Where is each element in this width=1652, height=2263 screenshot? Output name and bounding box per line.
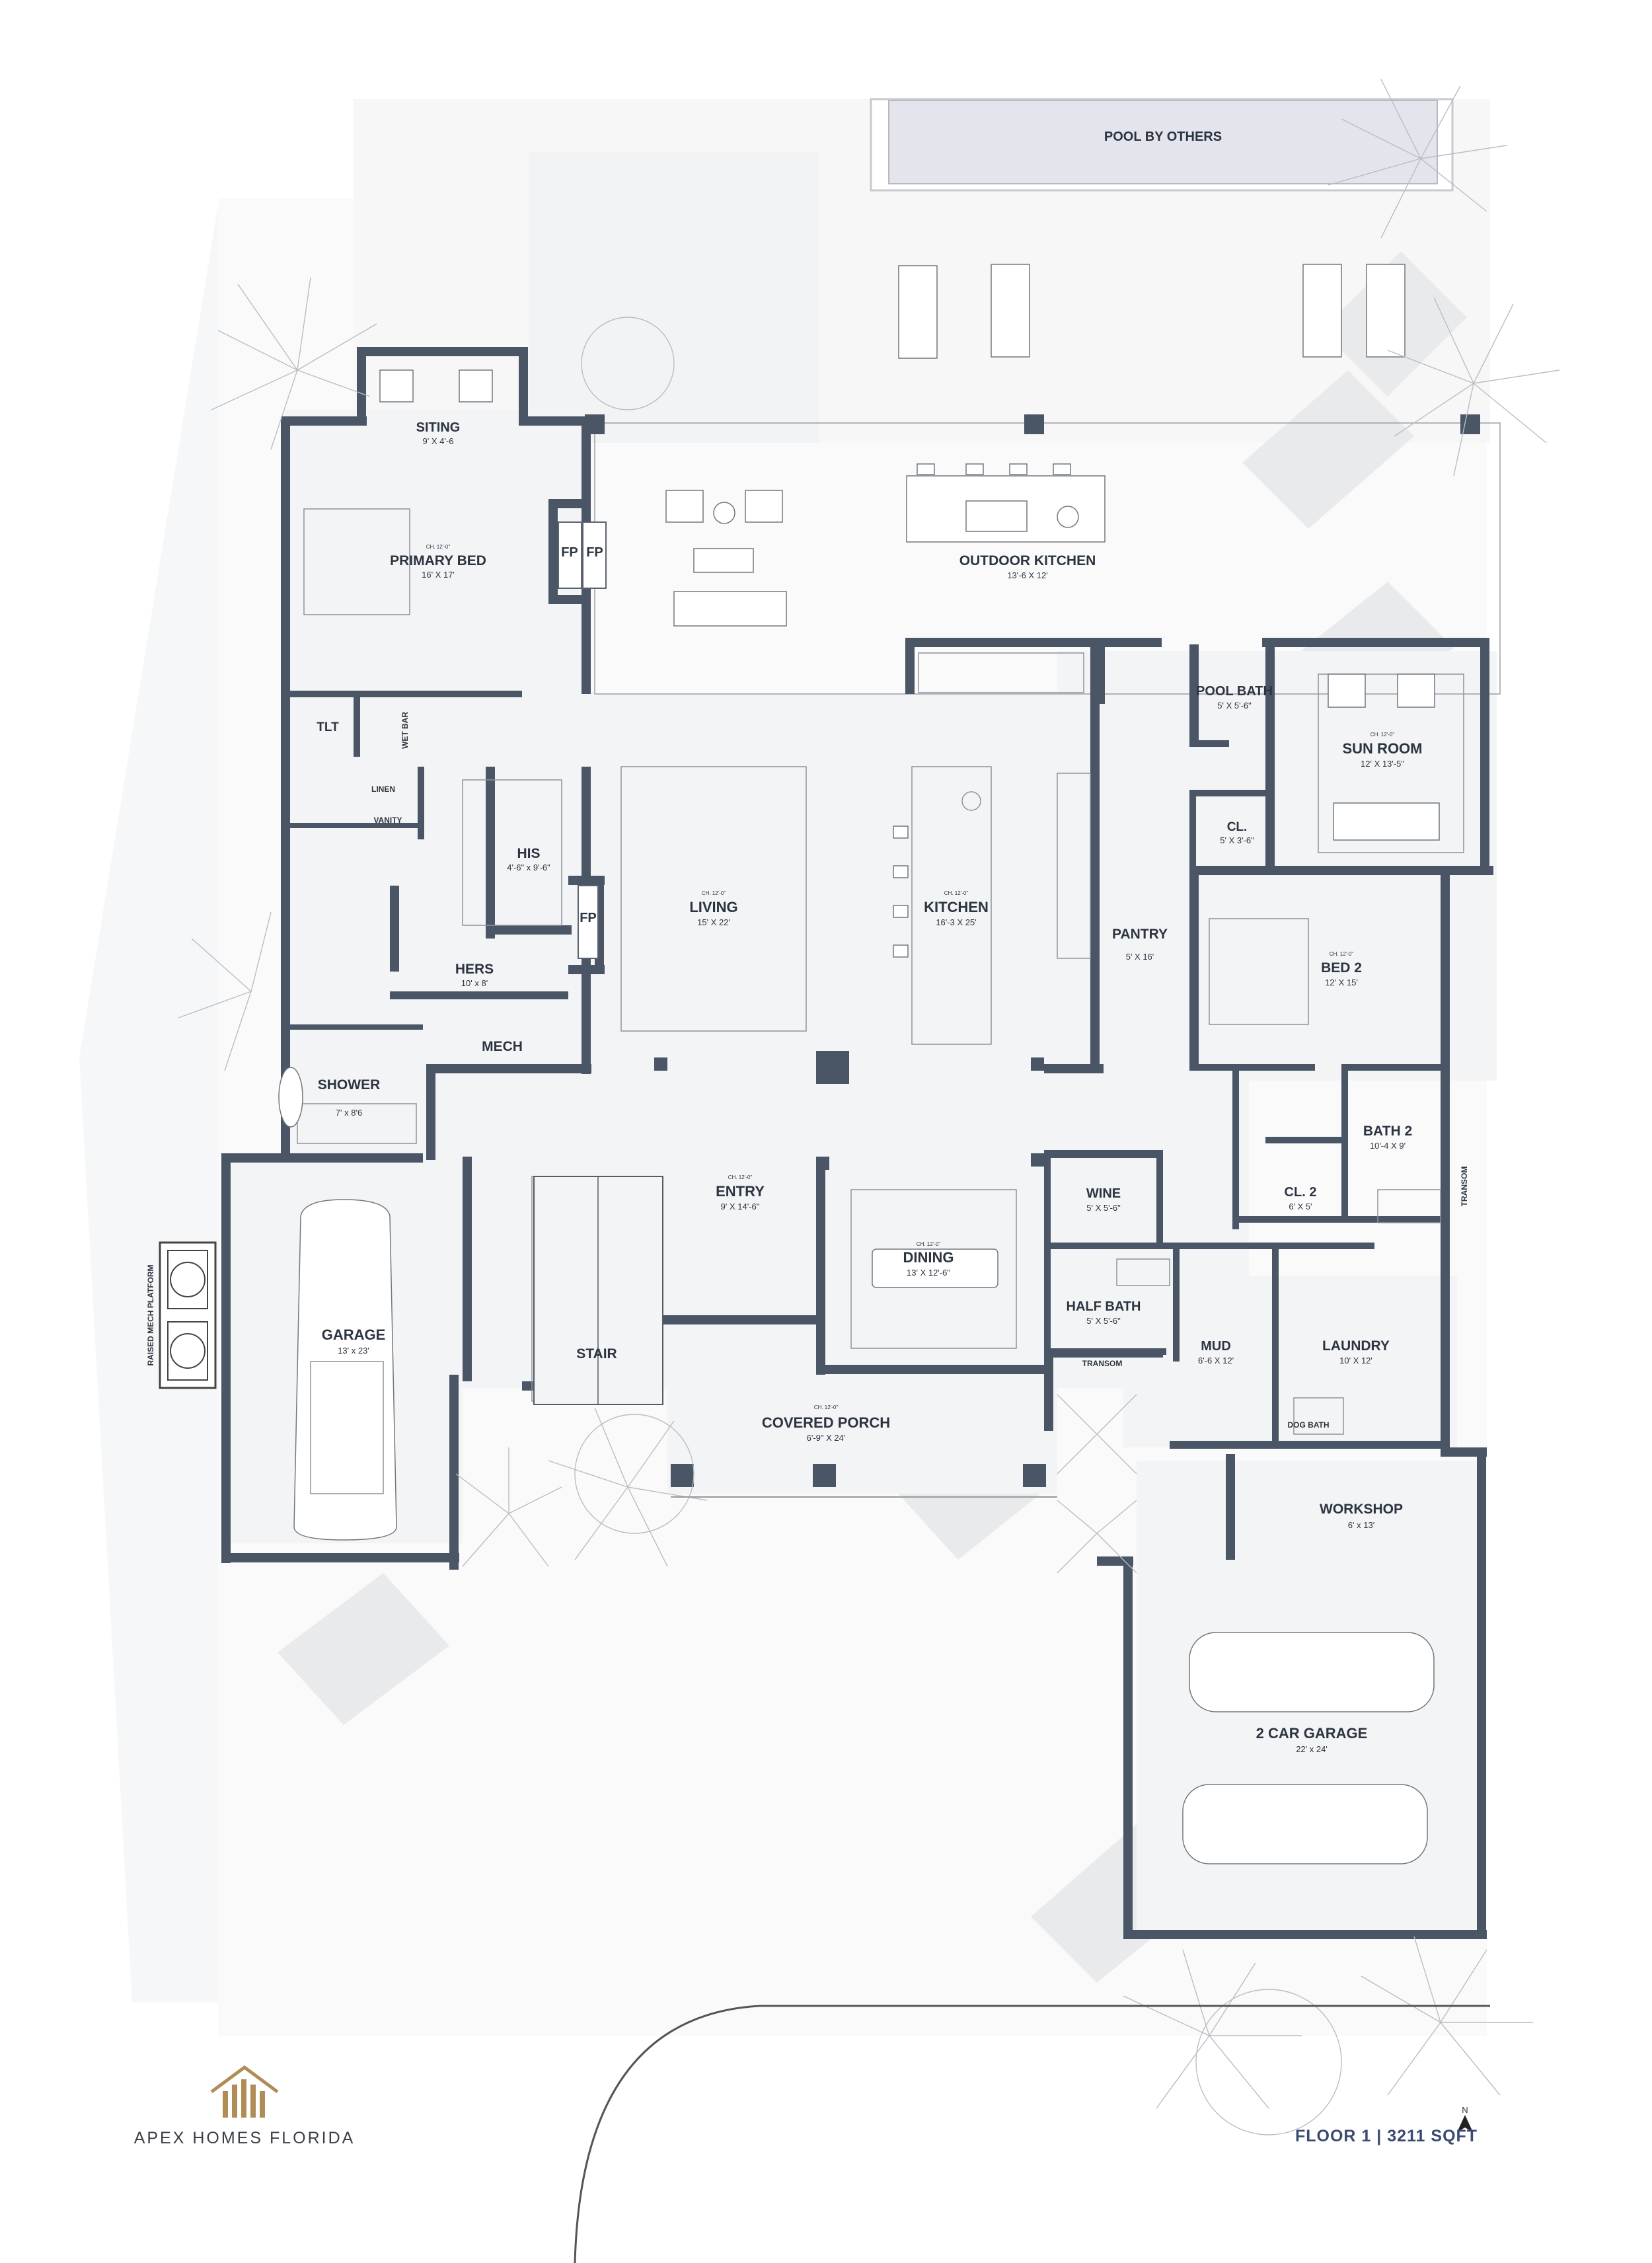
- raised-mech-label: RAISED MECH PLATFORM: [146, 1264, 155, 1365]
- his-label: HIS: [517, 846, 540, 861]
- living-size: 15' X 22': [697, 917, 730, 927]
- mud-size: 6'-6 X 12': [1198, 1356, 1234, 1365]
- sun-room-size: 12' X 13'-5": [1361, 759, 1404, 769]
- workshop-size: 6' x 13': [1348, 1520, 1374, 1530]
- living-ceiling: CH. 12'-0": [702, 890, 726, 896]
- covered-porch-ceiling: CH. 12'-0": [814, 1404, 839, 1410]
- primary-bed-size: 16' X 17': [422, 570, 455, 580]
- brand-name: APEX HOMES FLORIDA: [133, 2129, 356, 2147]
- pool-bath-label: POOL BATH: [1196, 684, 1273, 699]
- his-size: 4'-6" x 9'-6": [507, 863, 550, 872]
- brand-block: APEX HOMES FLORIDA: [126, 2062, 363, 2148]
- walls: [221, 347, 1493, 1939]
- primary-bed-ceiling: CH. 12'-0": [426, 544, 451, 550]
- sun-room-label: SUN ROOM: [1343, 740, 1423, 757]
- kitchen-size: 16'-3 X 25': [936, 917, 976, 927]
- kitchen-ceiling: CH. 12'-0": [944, 890, 969, 896]
- laundry-size: 10' X 12': [1339, 1356, 1372, 1365]
- fireplaces: [558, 521, 607, 959]
- primary-bed-label: PRIMARY BED: [390, 553, 486, 568]
- floor-title: FLOOR 1 | 3211 SQFT: [1295, 2127, 1478, 2145]
- bath2-size: 10'-4 X 9': [1370, 1141, 1406, 1151]
- wet-bar-label: WET BAR: [400, 712, 410, 749]
- bed2-label: BED 2: [1321, 960, 1362, 976]
- half-bath-size: 5' X 5'-6": [1086, 1316, 1121, 1326]
- vehicles: [293, 1199, 1435, 1864]
- outdoor-kitchen-size: 13'-6 X 12': [1007, 570, 1047, 580]
- hers-size: 10' x 8': [461, 978, 488, 988]
- bath2-label: BATH 2: [1363, 1124, 1412, 1139]
- covered-porch-size: 6'-9" X 24': [807, 1433, 846, 1443]
- pool-label: POOL BY OTHERS: [1104, 130, 1222, 144]
- shower-size: 7' x 8'6: [336, 1108, 362, 1118]
- entry-label: ENTRY: [716, 1183, 765, 1200]
- garage-label: GARAGE: [322, 1326, 386, 1343]
- living-label: LIVING: [689, 899, 737, 915]
- pantry-size: 5' X 16': [1126, 952, 1154, 962]
- cl-size: 5' X 3'-6": [1220, 835, 1254, 845]
- dog-bath-label: DOG BATH: [1287, 1420, 1329, 1430]
- dining-size: 13' X 12'-6": [907, 1268, 950, 1278]
- stair: [533, 1176, 663, 1405]
- dining-ceiling: CH. 12'-0": [917, 1241, 941, 1247]
- driveway-curve: [574, 2005, 1490, 2263]
- transom-right-label: TRANSOM: [1460, 1167, 1469, 1207]
- garage-size: 13' x 23': [338, 1346, 369, 1356]
- bed2-size: 12' X 15': [1325, 978, 1358, 987]
- outdoor-kitchen-label: OUTDOOR KITCHEN: [959, 553, 1096, 568]
- fireplace-label-1: FP: [561, 545, 578, 560]
- linen-label: LINEN: [371, 785, 395, 794]
- cl2-label: CL. 2: [1285, 1185, 1317, 1200]
- mech-label: MECH: [482, 1039, 523, 1054]
- palm-trees: [178, 79, 1560, 2135]
- cl2-size: 6' X 5': [1289, 1202, 1312, 1211]
- vanity-label: VANITY: [373, 816, 402, 825]
- lounge-chairs: [898, 264, 1406, 359]
- shower-label: SHOWER: [318, 1077, 381, 1093]
- two-car-garage-size: 22' x 24': [1296, 1744, 1328, 1754]
- laundry-label: LAUNDRY: [1322, 1338, 1390, 1354]
- pool: [888, 100, 1438, 184]
- siting-size: 9' X 4'-6: [423, 436, 454, 446]
- transom-mid-label: TRANSOM: [1082, 1359, 1123, 1368]
- hers-label: HERS: [455, 962, 494, 977]
- north-label: N: [1462, 2105, 1468, 2115]
- pantry-label: PANTRY: [1112, 927, 1168, 942]
- north-arrow: N: [1455, 2105, 1475, 2134]
- covered-porch-label: COVERED PORCH: [762, 1414, 890, 1431]
- stair-label: STAIR: [576, 1346, 617, 1362]
- room-labels: SITING 9' X 4'-6 CH. 12'-0" PRIMARY BED …: [146, 420, 1469, 1754]
- fireplace-label-2: FP: [586, 545, 603, 560]
- wine-size: 5' X 5'-6": [1086, 1203, 1121, 1213]
- north-arrow-icon: [1457, 2115, 1473, 2132]
- sun-room-ceiling: CH. 12'-0": [1370, 732, 1395, 738]
- half-bath-label: HALF BATH: [1067, 1299, 1141, 1314]
- mud-label: MUD: [1201, 1339, 1231, 1354]
- pool-bath-size: 5' X 5'-6": [1217, 701, 1252, 710]
- workshop-label: WORKSHOP: [1320, 1502, 1403, 1517]
- cl-label: CL.: [1227, 820, 1248, 834]
- fireplace-label-3: FP: [580, 911, 597, 925]
- tlt-label: TLT: [317, 720, 339, 734]
- dining-label: DINING: [903, 1249, 954, 1266]
- interior-details: [278, 369, 1464, 1435]
- wine-label: WINE: [1086, 1186, 1121, 1201]
- kitchen-label: KITCHEN: [924, 899, 989, 915]
- raised-mech-platform: [159, 1241, 217, 1389]
- house-logo-icon: [210, 2065, 279, 2118]
- entry-size: 9' X 14'-6": [721, 1202, 760, 1211]
- entry-ceiling: CH. 12'-0": [728, 1174, 753, 1180]
- bed2-ceiling: CH. 12'-0": [1330, 951, 1354, 957]
- two-car-garage-label: 2 CAR GARAGE: [1256, 1725, 1368, 1742]
- siting-label: SITING: [416, 420, 461, 435]
